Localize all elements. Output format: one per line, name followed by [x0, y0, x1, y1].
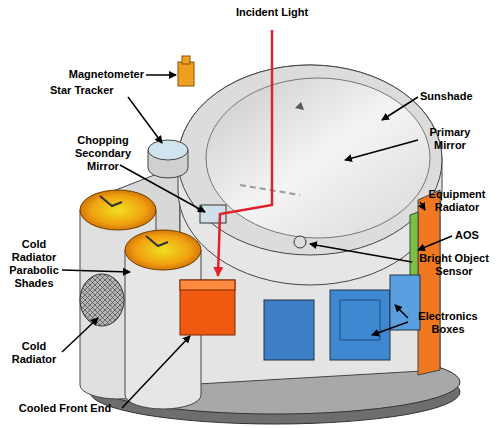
part-label: AOS — [455, 229, 495, 242]
part-label: Star Tracker — [50, 84, 130, 97]
part-label: Primary Mirror — [420, 126, 480, 152]
part-label: Cold Radiator Parabolic Shades — [4, 238, 64, 290]
part-label: Cooled Front End — [10, 402, 120, 415]
part-label: Chopping Secondary Mirror — [68, 134, 138, 173]
part-label: Magnetometer — [44, 68, 144, 81]
part-label: Incident Light — [232, 6, 312, 19]
part-label: Electronics Boxes — [410, 310, 486, 336]
part-label: Bright Object Sensor — [414, 252, 494, 278]
part-label: Sunshade — [420, 90, 490, 103]
part-label: Cold Radiator — [4, 340, 64, 366]
part-label: Equipment Radiator — [422, 188, 492, 214]
